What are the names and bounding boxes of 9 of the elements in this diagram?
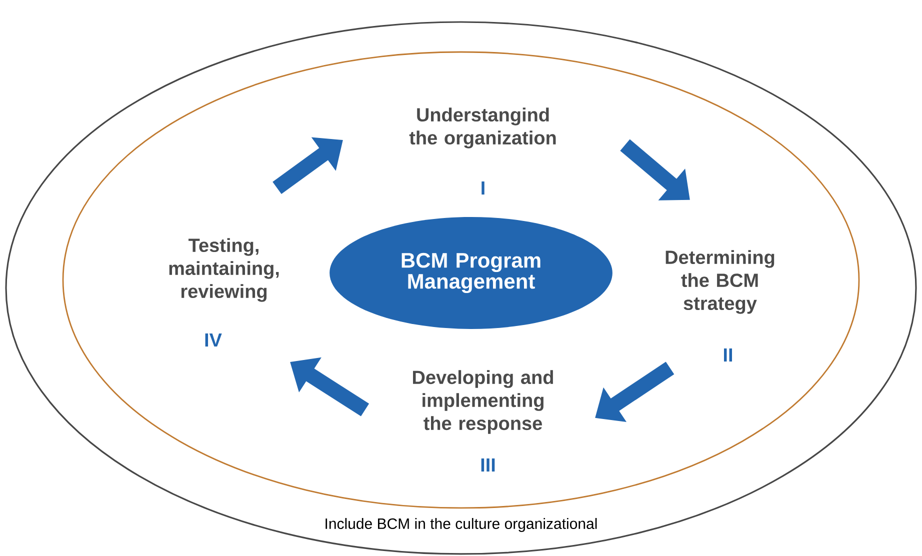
roman-numeral: IV xyxy=(205,333,222,347)
step-label: Understangind the organization xyxy=(409,108,556,148)
step-label: Determining the BCM strategy xyxy=(666,250,774,314)
roman-numeral: I xyxy=(482,181,484,195)
step-label: Developing and implementing the response xyxy=(413,370,553,434)
roman-numeral: III xyxy=(481,458,495,472)
roman-numeral: II xyxy=(724,348,732,362)
step-label: Testing, maintaining, reviewing xyxy=(169,238,279,302)
inner-ellipse xyxy=(62,51,860,509)
